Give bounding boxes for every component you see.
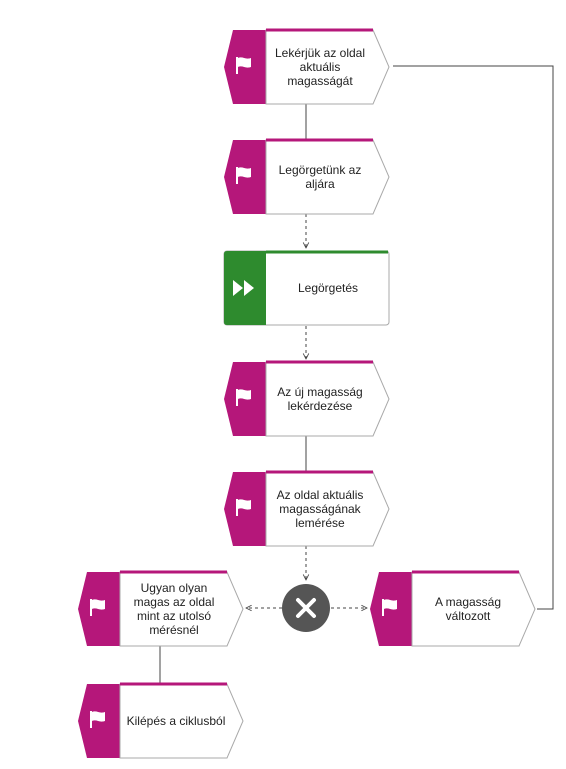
- function-node-f1[interactable]: [223, 250, 390, 326]
- flag-icon: [90, 599, 105, 616]
- event-body: [265, 29, 390, 105]
- connectors: [159, 65, 554, 684]
- xor-icon: [296, 598, 316, 618]
- event-body: [411, 571, 536, 647]
- event-node-e5[interactable]: [78, 570, 244, 647]
- event-node-e2[interactable]: [224, 138, 390, 215]
- flag-icon: [236, 389, 251, 406]
- event-body: [119, 571, 244, 647]
- flag-icon: [236, 499, 251, 516]
- event-node-e3[interactable]: [224, 360, 390, 437]
- event-body: [265, 361, 390, 437]
- event-node-e1[interactable]: [224, 28, 390, 105]
- event-node-e4[interactable]: [224, 470, 390, 547]
- event-node-e7[interactable]: [78, 682, 244, 759]
- event-node-e6[interactable]: [370, 570, 536, 647]
- xor-gateway-node-g1[interactable]: [282, 584, 330, 632]
- event-body: [119, 683, 244, 759]
- fast-forward-icon: [233, 280, 254, 296]
- event-body: [265, 471, 390, 547]
- event-body: [265, 139, 390, 215]
- flag-icon: [382, 599, 397, 616]
- flag-icon: [236, 167, 251, 184]
- flag-icon: [90, 711, 105, 728]
- edge-e6-e1-loop: [393, 65, 554, 610]
- flag-icon: [236, 57, 251, 74]
